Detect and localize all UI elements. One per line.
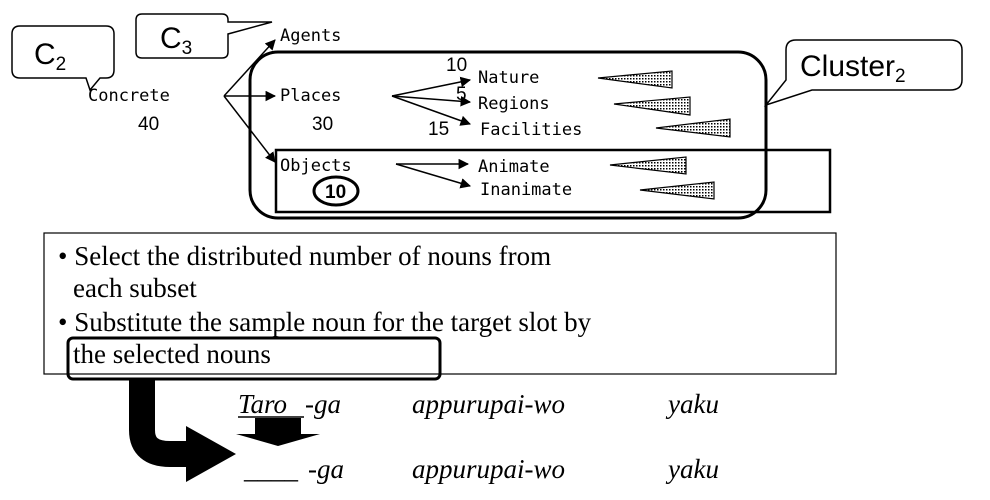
sentence-template: ____ -ga appurupai-wo yaku: [243, 454, 719, 484]
callout-cluster: Cluster2: [763, 39, 963, 107]
callout-cluster-sub: 2: [895, 66, 906, 87]
down-arrow: [236, 418, 320, 446]
svg-text:C2: C2: [34, 38, 66, 75]
sentence-template-particle: -ga: [308, 454, 344, 484]
cluster-rounded-box: [248, 50, 768, 220]
count-objects: 10: [325, 182, 346, 203]
callout-c3: C3: [135, 13, 273, 59]
wedge-inanimate: [639, 181, 715, 200]
callout-c3-sub: 3: [182, 38, 193, 59]
hierarchy-arrows: [223, 39, 472, 189]
sentence-subject-particle: -ga: [305, 389, 341, 419]
svg-text:C3: C3: [160, 22, 192, 59]
sentence-template-verb: yaku: [665, 454, 719, 484]
sentence-template-object: appurupai-wo: [412, 454, 565, 484]
wedge-regions: [613, 96, 691, 116]
dotted-wedges: [597, 70, 731, 200]
wedge-animate: [609, 156, 687, 175]
node-animate: Animate: [478, 157, 550, 177]
node-objects: Objects: [280, 156, 352, 176]
instruction-line-4: the selected nouns: [73, 339, 271, 369]
sentence-subject: Taro: [238, 389, 287, 419]
node-facilities: Facilities: [480, 120, 582, 140]
count-facilities: 15: [428, 119, 449, 140]
count-concrete: 40: [138, 114, 159, 135]
svg-text:Cluster2: Cluster2: [800, 50, 906, 87]
count-objects-circle: 10: [312, 175, 360, 207]
sentence-verb: yaku: [665, 389, 719, 419]
instruction-line-1: • Select the distributed number of nouns…: [58, 241, 551, 271]
callout-cluster-label: Cluster: [800, 50, 895, 83]
sentence-blank: ____: [243, 454, 299, 484]
node-regions: Regions: [478, 94, 550, 114]
selected-nouns-highlight: [66, 336, 442, 381]
wedge-facilities: [655, 118, 731, 138]
objects-rect-box: [274, 148, 832, 214]
callout-c2-sub: 2: [56, 54, 67, 75]
callout-c2: C2: [11, 25, 115, 92]
node-agents: Agents: [280, 26, 341, 46]
callout-c2-label: C: [34, 38, 56, 71]
count-places: 30: [312, 114, 333, 135]
curved-arrow: [129, 380, 236, 482]
node-nature: Nature: [478, 68, 539, 88]
wedge-nature: [597, 70, 673, 89]
node-places: Places: [280, 86, 341, 106]
instruction-line-3: • Substitute the sample noun for the tar…: [58, 307, 592, 337]
callout-c3-label: C: [160, 22, 182, 55]
sentence-object: appurupai-wo: [412, 389, 565, 419]
node-inanimate: Inanimate: [480, 180, 572, 200]
instruction-line-2: each subset: [73, 273, 197, 303]
sentence-original: Taro -ga appurupai-wo yaku: [238, 389, 719, 419]
count-nature: 10: [446, 55, 467, 76]
count-regions: 5: [456, 84, 467, 105]
node-concrete: Concrete: [88, 86, 170, 106]
